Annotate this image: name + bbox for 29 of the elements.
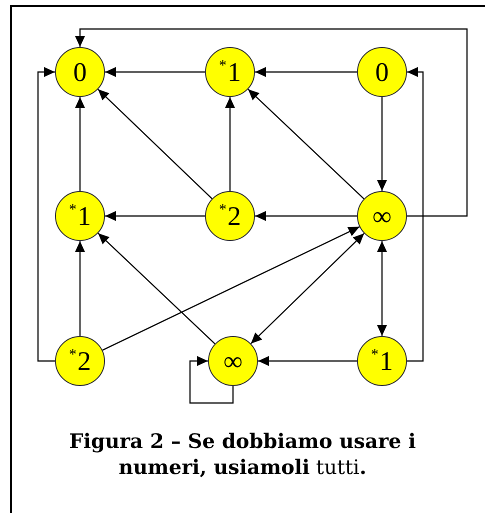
state-circle: ∞ <box>357 191 407 241</box>
arrow <box>105 67 205 77</box>
arrow <box>255 67 357 77</box>
figure-caption: Figura 2 – Se dobbiamo usare i numeri, usiamoli tutti. <box>68 428 417 480</box>
arrow <box>98 88 212 200</box>
arrow <box>75 28 468 217</box>
arrow <box>407 67 424 362</box>
state-circle: 0 <box>55 47 105 97</box>
state-circle: $^{*}$1 <box>55 191 105 241</box>
arrow <box>37 67 55 362</box>
arrow <box>105 211 205 221</box>
arrow <box>248 88 364 200</box>
state-circle: 0 <box>357 47 407 97</box>
arrow <box>225 97 235 191</box>
arrow <box>377 97 387 191</box>
arrow <box>75 241 85 336</box>
state-circle: ∞ <box>208 336 258 386</box>
arrow <box>255 211 357 221</box>
state-circle: $^{*}$2 <box>55 336 105 386</box>
arrow <box>250 232 365 344</box>
arrow <box>98 232 216 344</box>
arrow <box>75 97 85 191</box>
state-circle: $^{*}$2 <box>205 191 255 241</box>
arrow <box>189 356 234 404</box>
state-circle: $^{*}$1 <box>357 336 407 386</box>
arrow <box>258 356 357 366</box>
state-circle: $^{*}$1 <box>205 47 255 97</box>
arrow <box>377 241 387 336</box>
arrow <box>102 226 360 351</box>
